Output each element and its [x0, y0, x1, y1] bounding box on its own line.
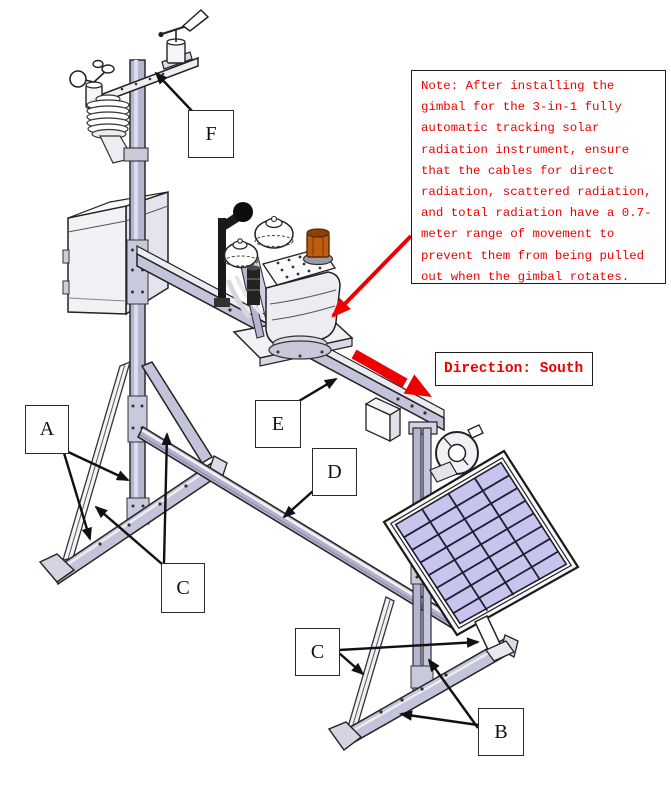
label-e-text: E [271, 412, 285, 435]
callout-arrows [62, 71, 480, 729]
arrow-c-left-2 [94, 505, 163, 565]
arrow-f [154, 71, 193, 112]
note-pointer-arrow [331, 234, 413, 318]
solar-panel [382, 449, 580, 662]
shading-ball [233, 202, 253, 222]
arrow-c-bottom-1 [338, 652, 365, 676]
dome-radiometer-left [223, 238, 259, 269]
arrow-c-left-1 [161, 432, 173, 564]
foot-plate [38, 553, 76, 583]
orange-beacon [302, 228, 334, 266]
south-direction-arrow-shaft [351, 349, 408, 388]
enclosure-box [62, 190, 169, 316]
arrow-e [298, 377, 338, 403]
label-f-text: F [205, 122, 217, 145]
dome-radiometer-right [254, 215, 294, 249]
label-c-bottom-text: C [310, 640, 325, 663]
arrow-c-bottom-2 [338, 637, 480, 652]
anemometer-cup [69, 70, 87, 88]
box-hinge [62, 249, 70, 264]
label-box-c-bottom: C [295, 628, 340, 676]
box-hinge [62, 280, 70, 295]
junction-box [364, 397, 402, 443]
south-direction-arrow-head [403, 374, 432, 397]
note-box: Note: After installing the gimbal for th… [411, 70, 666, 284]
label-a-text: A [39, 418, 55, 440]
arrow-b-1 [399, 710, 479, 727]
sensor-cross-arm [69, 8, 210, 164]
arrow-d [282, 490, 314, 519]
panel-grid-lines [403, 474, 559, 615]
motor-column [247, 268, 260, 305]
foot-plate [327, 721, 363, 751]
radiation-shield-sensor [86, 94, 149, 164]
wind-vane [158, 8, 210, 70]
shading-ball-assembly [214, 202, 253, 307]
label-b-text: B [494, 720, 508, 743]
label-box-a: A [25, 405, 69, 454]
label-c-left-text: C [176, 576, 190, 599]
label-box-c-left: C [161, 563, 205, 613]
mast [126, 59, 150, 525]
label-box-b: B [478, 708, 524, 756]
gimbal-housing [265, 271, 341, 360]
label-d-text: D [327, 460, 342, 483]
label-box-f: F [188, 110, 234, 158]
label-box-e: E [255, 400, 301, 448]
arrow-b-2 [427, 658, 479, 729]
connecting-beam-d [137, 425, 463, 633]
direction-south-box: Direction: South [435, 352, 593, 386]
panel-support-strut [474, 614, 515, 662]
gimbal-base [268, 340, 332, 360]
arrow-a-2 [62, 452, 92, 541]
solar-tracking-instrument [214, 202, 354, 367]
vane-blade [181, 8, 210, 32]
arrow-a-1 [65, 449, 130, 482]
red-arrows [331, 234, 432, 397]
direction-south-text: Direction: South [444, 361, 584, 377]
left-tripod [38, 360, 228, 586]
label-box-d: D [312, 448, 357, 496]
inner-brace [140, 361, 214, 465]
